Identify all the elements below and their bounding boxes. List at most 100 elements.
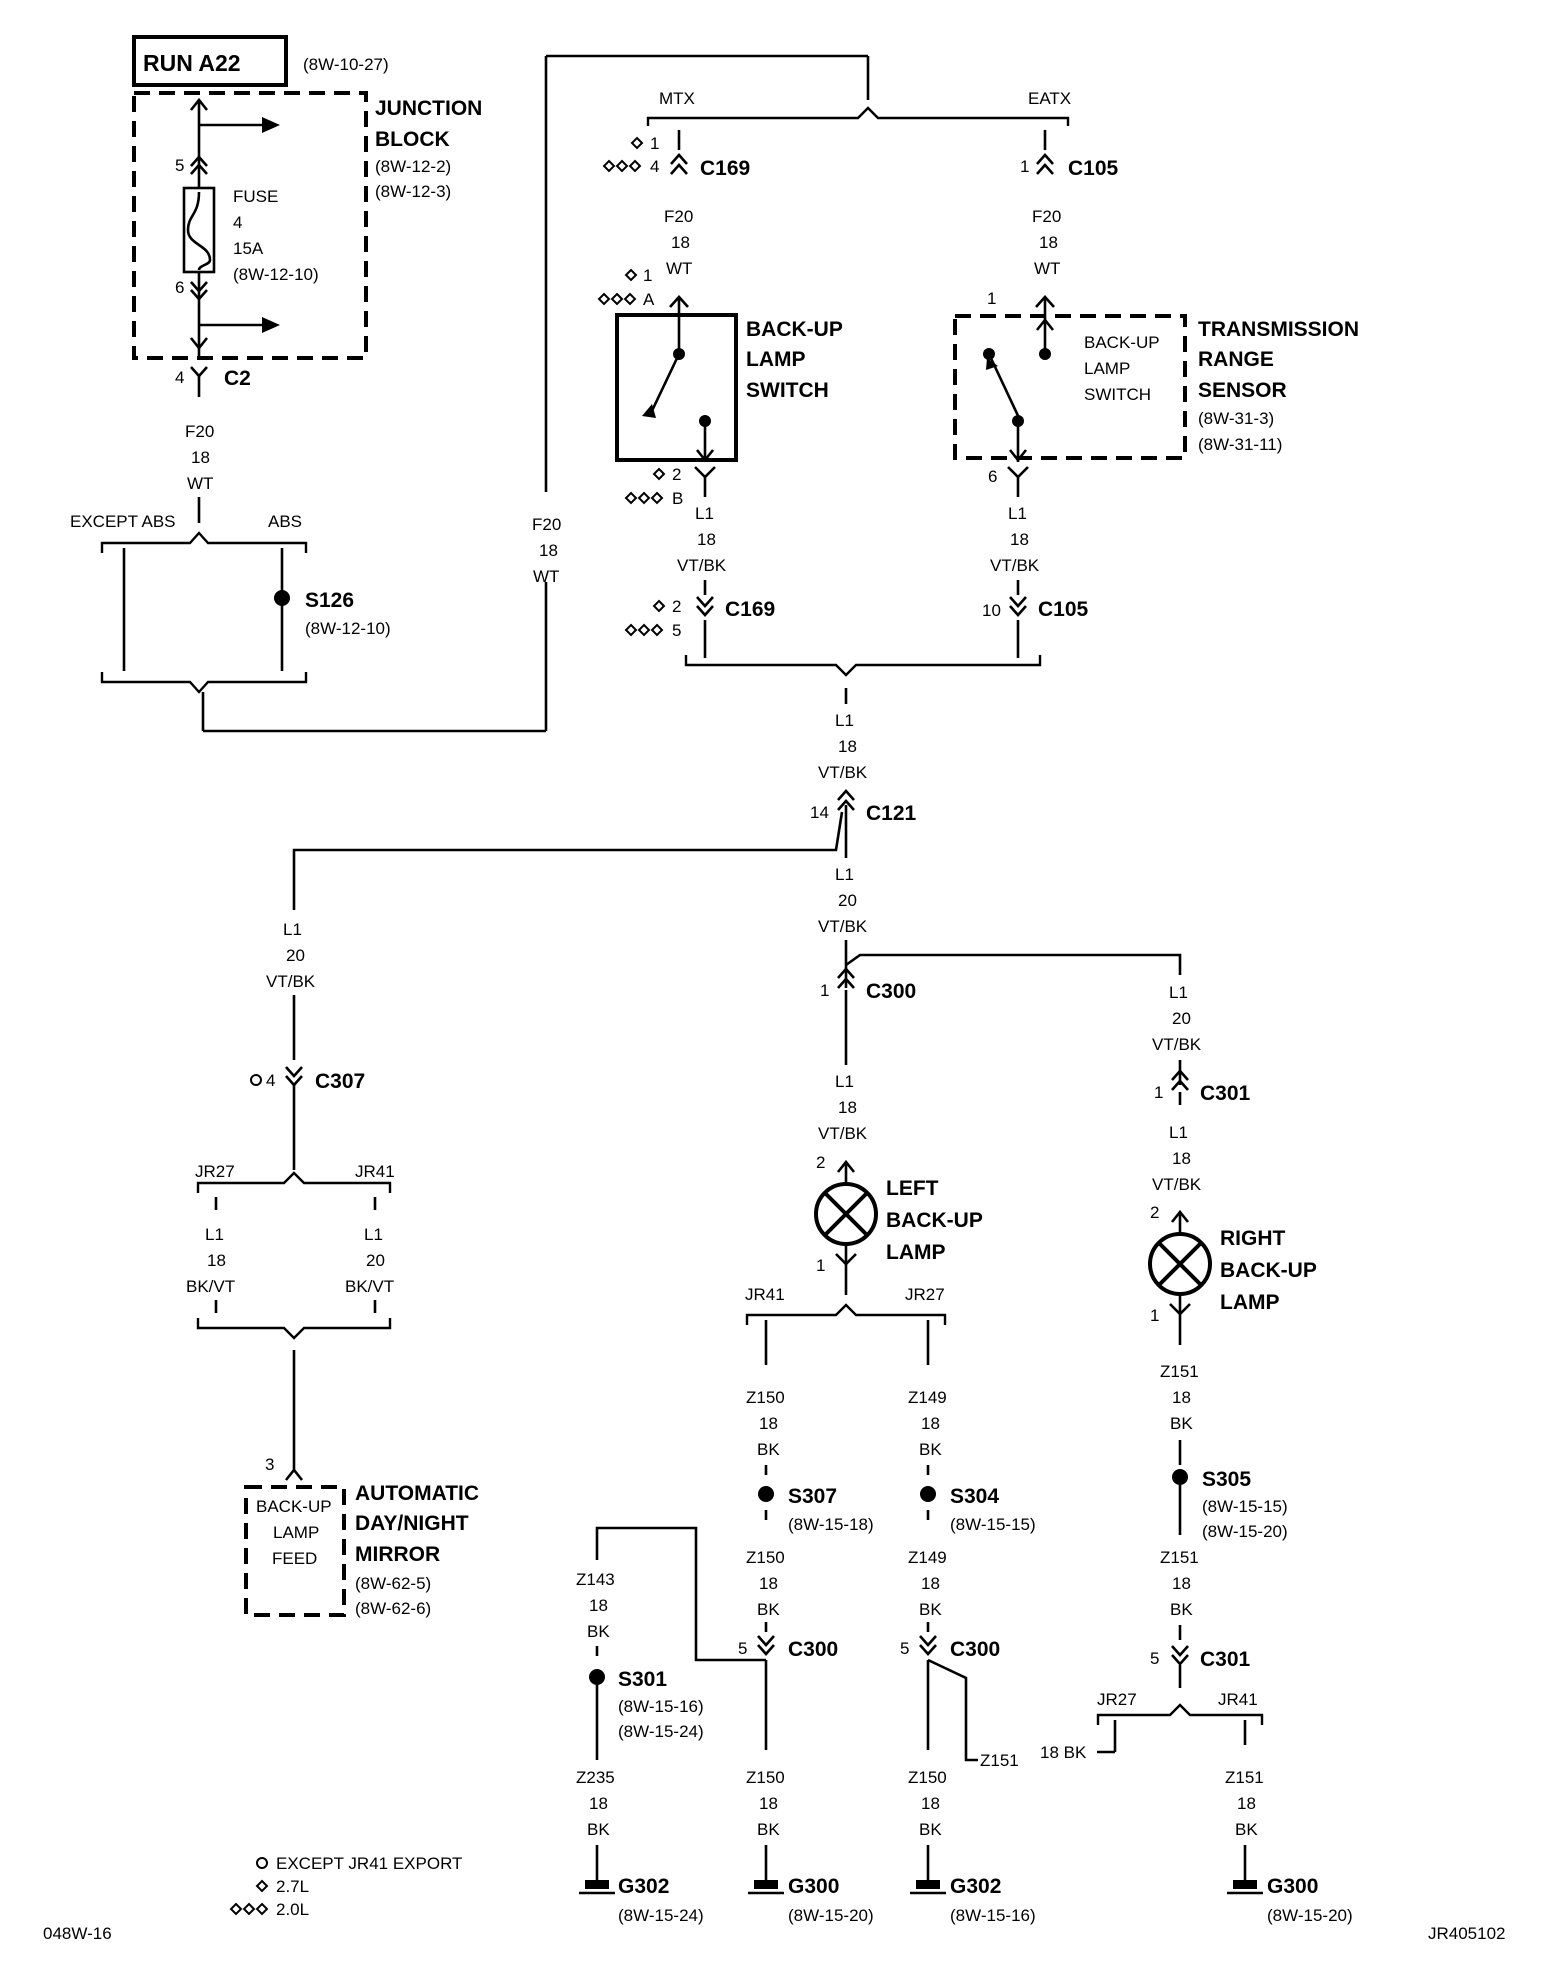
s126-label: S126 <box>305 589 354 612</box>
c307-pin: 4 <box>266 1071 275 1090</box>
wire-z150-a-1: Z150 <box>746 1388 785 1407</box>
s307-splice-dot <box>758 1486 774 1502</box>
wire-f20-d-3: WT <box>533 567 559 586</box>
wire-z235-3: BK <box>587 1820 610 1839</box>
g300-b-label: G300 <box>1267 1875 1318 1898</box>
mirror-name-2: DAY/NIGHT <box>355 1512 469 1535</box>
trs-inner-2: LAMP <box>1084 359 1130 378</box>
option-jr27-b: JR27 <box>195 1162 235 1181</box>
option-jr27-a: JR27 <box>905 1285 945 1304</box>
wire-l1-g-2: 18 <box>838 1098 857 1117</box>
wire-l1-e-3: VT/BK <box>266 972 316 991</box>
c300-top-label: C300 <box>866 980 916 1003</box>
s304-label: S304 <box>950 1485 999 1508</box>
wire-z149-b-1: Z149 <box>908 1548 947 1567</box>
wire-z149-b-3: BK <box>919 1600 942 1619</box>
wire-l1-j-3: BK/VT <box>345 1277 394 1296</box>
wire-l1-i-1: L1 <box>205 1225 224 1244</box>
s301-ref-1: (8W-15-16) <box>618 1697 704 1716</box>
c121-label: C121 <box>866 802 917 825</box>
s305-ref-2: (8W-15-20) <box>1202 1522 1288 1541</box>
run-a22-ref: (8W-10-27) <box>303 55 389 74</box>
c301-top-pin: 1 <box>1154 1083 1163 1102</box>
wire-18bk-side: 18 BK <box>1040 1743 1087 1762</box>
g300-a-label: G300 <box>788 1875 839 1898</box>
wire-f20-c-2: 18 <box>1039 233 1058 252</box>
trs-name-2: RANGE <box>1198 348 1274 371</box>
c300-b-label: C300 <box>950 1638 1000 1661</box>
wire-z149-a-1: Z149 <box>908 1388 947 1407</box>
wire-l1-d-3: VT/BK <box>818 917 868 936</box>
wire-z143-2: 18 <box>589 1596 608 1615</box>
left-lamp-name-2: BACK-UP <box>886 1209 983 1232</box>
fuse-pin-in: 5 <box>175 156 184 175</box>
wire-z151-a-2: 18 <box>1172 1388 1191 1407</box>
wire-l1-i-3: BK/VT <box>186 1277 235 1296</box>
trs-name-3: SENSOR <box>1198 379 1287 402</box>
option-jr41-b: JR41 <box>355 1162 395 1181</box>
backup-lamp-switch-box <box>615 313 738 462</box>
backup-switch-pin-top-1: 1 <box>643 266 652 285</box>
junction-block-outline <box>132 91 368 360</box>
wire-l1-f-2: 20 <box>1172 1009 1191 1028</box>
s126-ref: (8W-12-10) <box>305 619 391 638</box>
g300-b-ground-icon <box>1227 1880 1263 1895</box>
right-lamp-pin-top: 2 <box>1150 1203 1159 1222</box>
right-lamp-pin-bottom: 1 <box>1150 1306 1159 1325</box>
s301-splice-dot <box>589 1669 605 1685</box>
wire-z151-b-3: BK <box>1170 1600 1193 1619</box>
wire-z150-c-2: 18 <box>759 1794 778 1813</box>
wire-z151-b-2: 18 <box>1172 1574 1191 1593</box>
mirror-inner-2: LAMP <box>273 1523 319 1542</box>
c169-bottom-pin-1: 2 <box>672 597 681 616</box>
backup-lamp-switch-contacts <box>642 315 715 463</box>
wire-f20-c-1: F20 <box>1032 207 1061 226</box>
c169-top-connector <box>670 153 688 175</box>
footer-right-code: JR405102 <box>1428 1924 1506 1943</box>
legend-2-7l: 2.7L <box>276 1877 309 1896</box>
trs-ref-2: (8W-31-11) <box>1198 435 1282 454</box>
junction-block-name-2: BLOCK <box>375 128 450 151</box>
wire-z150-a-2: 18 <box>759 1414 778 1433</box>
wire-z150-d-2: 18 <box>921 1794 940 1813</box>
g302-b-label: G302 <box>950 1875 1001 1898</box>
fuse-rating: 15A <box>233 239 264 258</box>
run-a22-box <box>132 35 288 87</box>
c300-a-pin: 5 <box>738 1639 747 1658</box>
junction-block-ref-2: (8W-12-3) <box>375 182 451 201</box>
wire-z150-b-2: 18 <box>759 1574 778 1593</box>
g302-a-ground-icon <box>579 1880 615 1895</box>
wire-z149-b-2: 18 <box>921 1574 940 1593</box>
wire-l1-g-1: L1 <box>835 1072 854 1091</box>
wire-z151-c-1: Z151 <box>1225 1768 1264 1787</box>
c301-bottom-label: C301 <box>1200 1648 1251 1671</box>
wire-l1-a-1: L1 <box>695 504 714 523</box>
backup-switch-pin-bottom-2: B <box>672 489 683 508</box>
trs-inner-1: BACK-UP <box>1084 333 1160 352</box>
legend-2-0l: 2.0L <box>276 1900 309 1919</box>
wire-l1-f-3: VT/BK <box>1152 1035 1202 1054</box>
option-abs: ABS <box>268 512 302 531</box>
mirror-name-3: MIRROR <box>355 1543 440 1566</box>
junction-block-name-1: JUNCTION <box>375 97 482 120</box>
trs-pin-top: 1 <box>987 289 996 308</box>
c169-top-pin-2: 4 <box>650 157 659 176</box>
s305-label: S305 <box>1202 1468 1251 1491</box>
right-lamp-name-1: RIGHT <box>1220 1227 1286 1250</box>
legend-except-jr41: EXCEPT JR41 EXPORT <box>276 1854 462 1873</box>
trs-ref-1: (8W-31-3) <box>1198 409 1274 428</box>
c2-pin: 4 <box>175 368 184 387</box>
trs-name-1: TRANSMISSION <box>1198 318 1359 341</box>
trs-outline <box>953 314 1187 460</box>
g302-a-label: G302 <box>618 1875 669 1898</box>
g302-a-ref: (8W-15-24) <box>618 1906 704 1925</box>
wire-z150-c-3: BK <box>757 1820 780 1839</box>
wire-z151-a-1: Z151 <box>1160 1362 1199 1381</box>
wire-z151-a-3: BK <box>1170 1414 1193 1433</box>
wire-z151-side: Z151 <box>980 1751 1019 1770</box>
option-jr41-c: JR41 <box>1218 1690 1258 1709</box>
g300-a-ground-icon <box>748 1880 784 1895</box>
wire-l1-h-1: L1 <box>1169 1123 1188 1142</box>
left-lamp-pin-bottom: 1 <box>816 1256 825 1275</box>
backup-lamp-switch-name-1: BACK-UP <box>746 318 843 341</box>
